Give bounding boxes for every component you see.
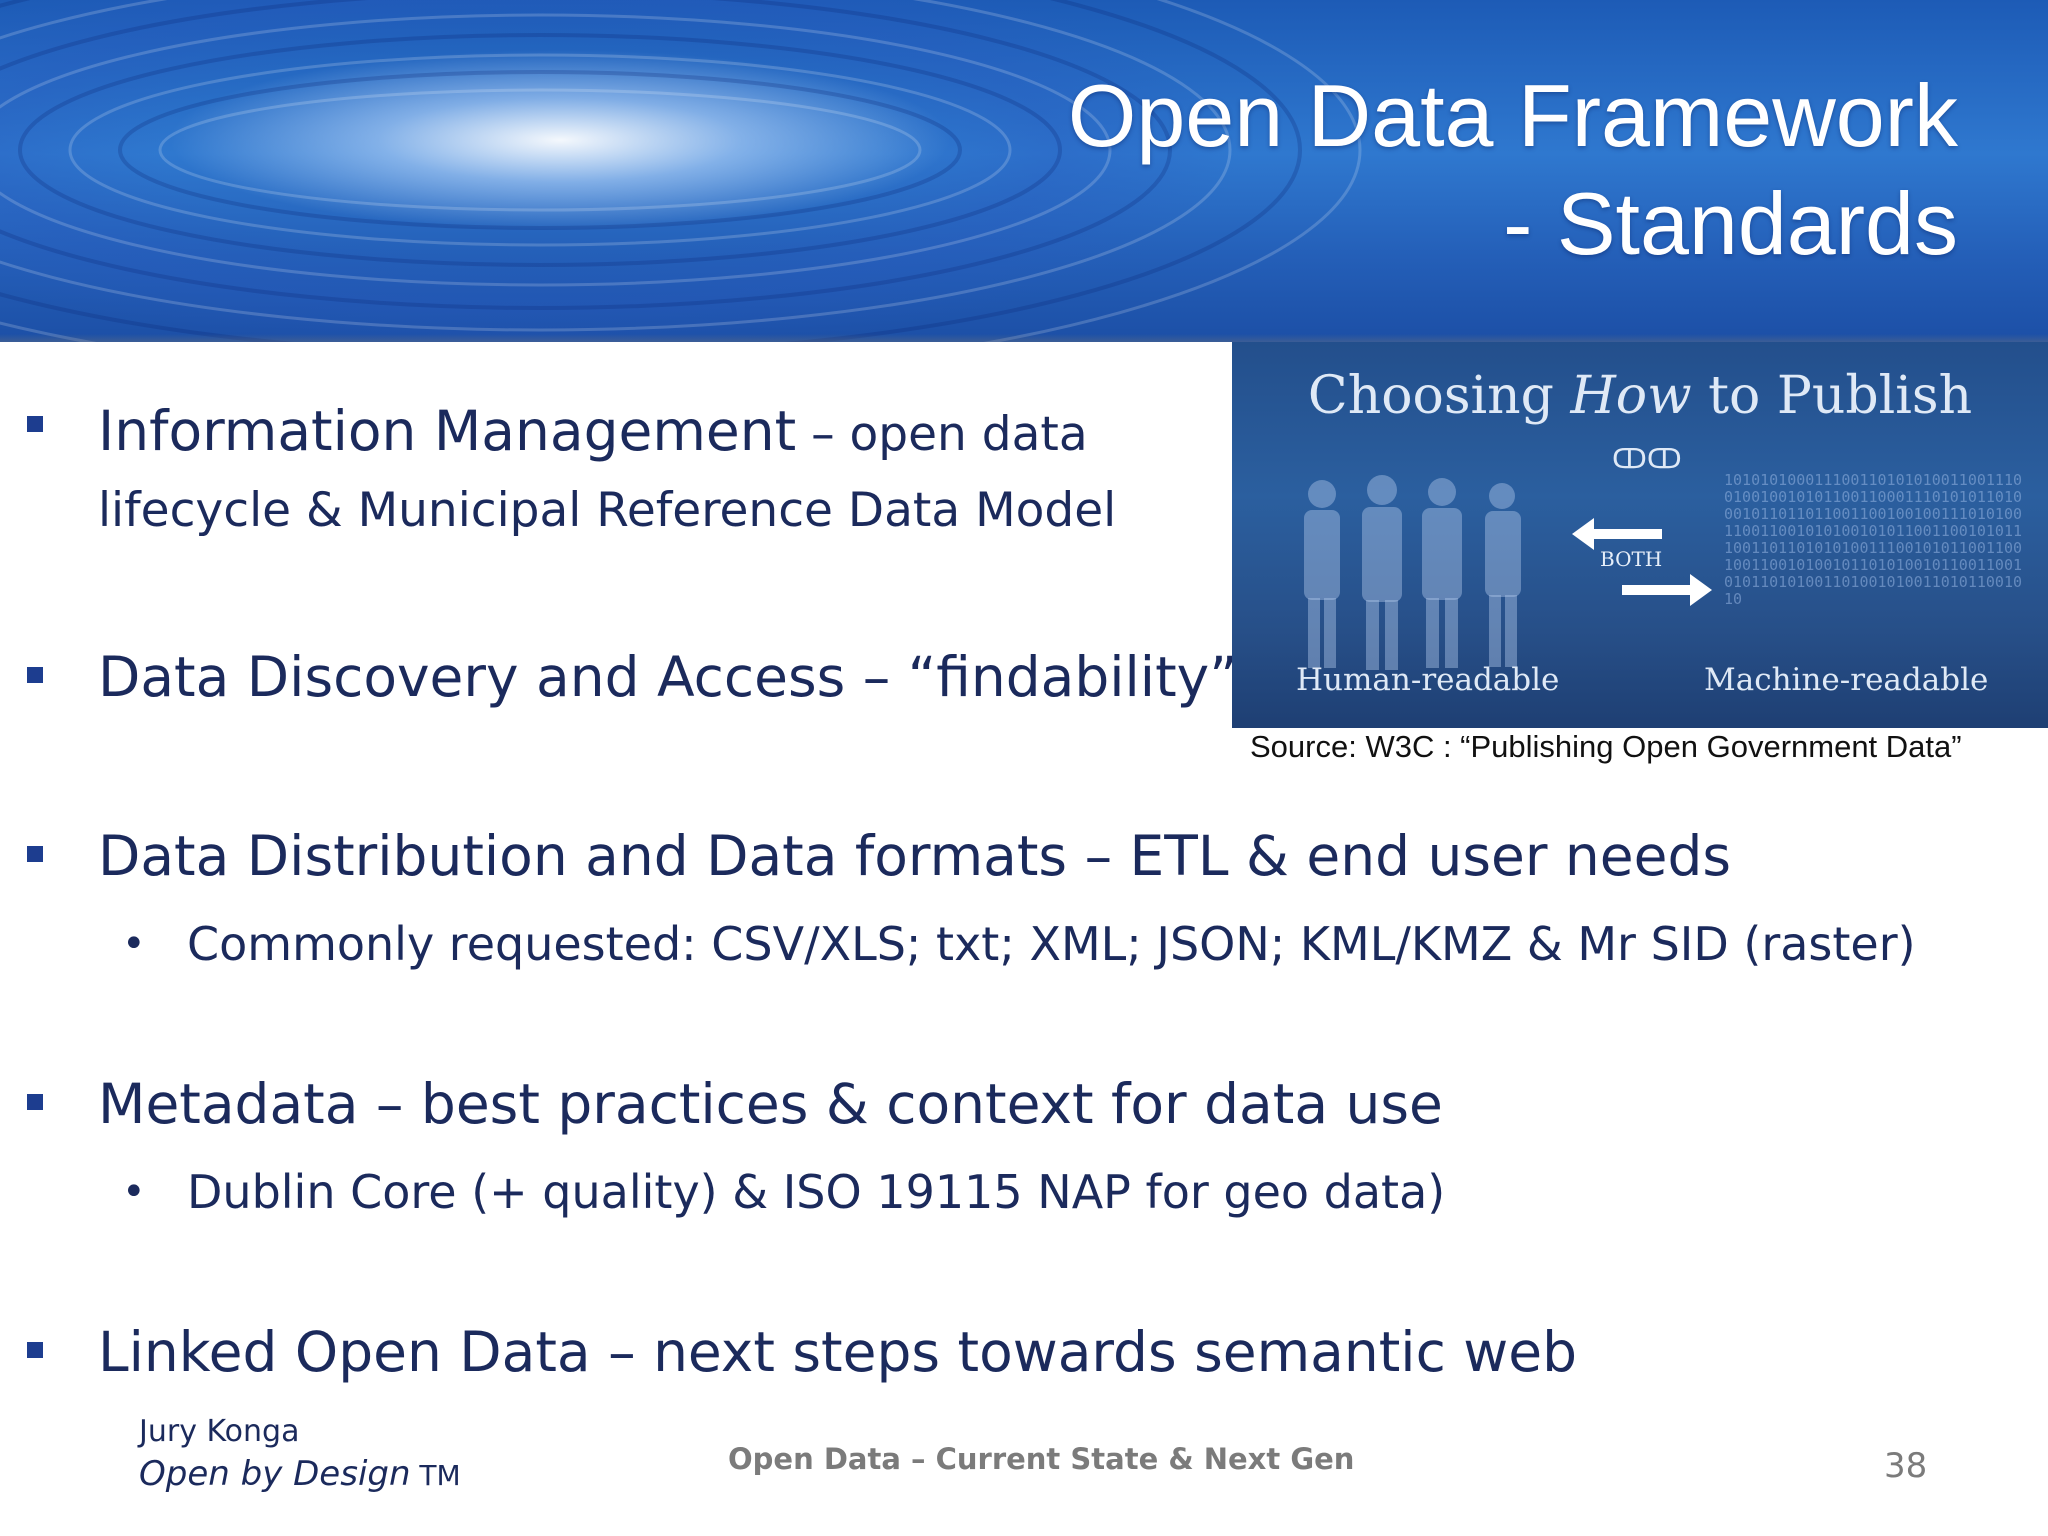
machine-readable-label: Machine-readable (1704, 662, 1989, 698)
bullet-detail: – open data (796, 407, 1088, 462)
image-title-part: to Publish (1691, 366, 1973, 426)
image-source-caption: Source: W3C : “Publishing Open Governmen… (1250, 729, 1962, 764)
slide-title-line1: Open Data Framework (1067, 66, 1958, 165)
bullet-main: Data Distribution and Data formats – ETL… (98, 824, 1732, 888)
round-bullet-icon: • (122, 1169, 146, 1215)
binary-decoration: 1010101000111001101010100110011100100100… (1724, 472, 2023, 608)
header-banner: Open Data Framework - Standards (0, 0, 2048, 342)
bullet-item: Linked Open Data – next steps towards se… (0, 1316, 2000, 1396)
bullet-item: Metadata – best practices & context for … (0, 1068, 2000, 1148)
w3c-publishing-image: Choosing How to Publish ↀↀ BOTH 10101010… (1232, 342, 2048, 728)
ripple-decoration (0, 0, 1362, 342)
bullet-main: Metadata – best practices & context for … (98, 1072, 1443, 1136)
square-bullet-icon (27, 667, 43, 683)
footer-author: Jury Konga (139, 1414, 300, 1449)
bidirectional-arrow-icon (1572, 518, 1712, 606)
square-bullet-icon (27, 1342, 43, 1358)
round-bullet-icon: • (122, 921, 146, 967)
footer-presentation-title: Open Data – Current State & Next Gen (728, 1442, 1355, 1476)
trademark-mark: TM (410, 1459, 461, 1492)
bullet-main: Data Discovery and Access – “findability… (98, 645, 1238, 709)
square-bullet-icon (27, 416, 43, 432)
ornament-icon: ↀↀ (1612, 442, 1682, 475)
bullet-main: Information Management (98, 399, 797, 463)
slide-title: Open Data Framework - Standards (858, 62, 1958, 278)
sub-bullet-item: • Commonly requested: CSV/XLS; txt; XML;… (0, 914, 2000, 974)
page-number: 38 (1884, 1446, 1928, 1486)
human-readable-label: Human-readable (1296, 662, 1560, 698)
sub-bullet-text: Dublin Core (+ quality) & ISO 19115 NAP … (187, 1165, 1446, 1219)
bullet-main: Linked Open Data – next steps towards se… (98, 1320, 1578, 1384)
image-title-part: Choosing (1307, 366, 1571, 426)
sub-bullet-item: • Dublin Core (+ quality) & ISO 19115 NA… (0, 1162, 2000, 1222)
slide-title-line2: - Standards (1503, 174, 1958, 273)
bullet-item: Information Management – open data lifec… (0, 395, 1240, 545)
square-bullet-icon (27, 1094, 43, 1110)
people-silhouette-icon (1304, 475, 1521, 670)
square-bullet-icon (27, 846, 43, 862)
both-label: BOTH (1600, 547, 1663, 571)
bullet-text: Information Management – open data lifec… (98, 395, 1240, 547)
footer-brand: Open by Design TM (139, 1454, 461, 1494)
image-title: Choosing How to Publish (1232, 366, 2048, 426)
bullet-item: Data Distribution and Data formats – ETL… (0, 820, 2000, 900)
footer-brand-name: Open by Design (139, 1454, 411, 1494)
bullet-detail-line2: lifecycle & Municipal Reference Data Mod… (98, 483, 1117, 538)
image-title-emphasis: How (1570, 366, 1692, 426)
sub-bullet-text: Commonly requested: CSV/XLS; txt; XML; J… (187, 917, 1916, 971)
bullet-item: Data Discovery and Access – “findability… (0, 641, 1240, 721)
